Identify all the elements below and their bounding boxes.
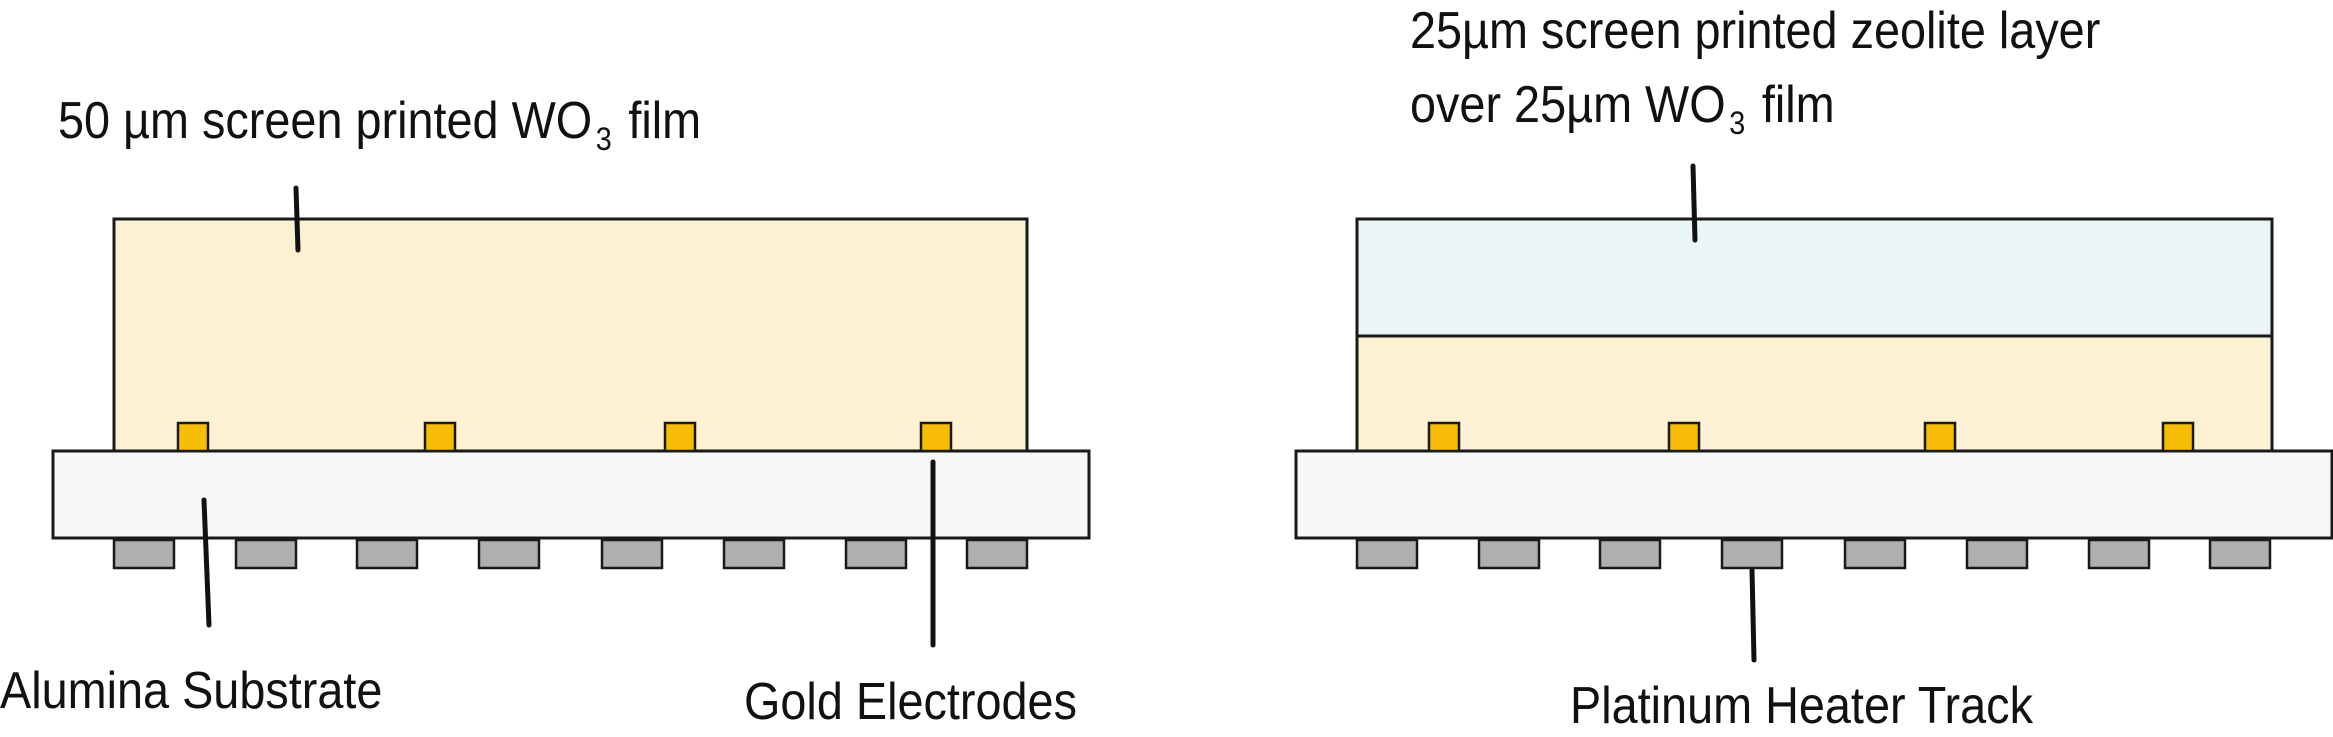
platinum-heater-segment (2087, 538, 2151, 570)
platinum-heater-segment (1355, 538, 1419, 570)
platinum-heater-segment (1477, 538, 1541, 570)
right-wo3-film (1355, 334, 2274, 453)
platinum-heater-segment (1965, 538, 2029, 570)
platinum-heater-segment (234, 538, 298, 570)
gold-electrode (663, 421, 697, 453)
wo3-subscript: 3 (1729, 105, 1746, 141)
gold-electrode (1427, 421, 1461, 453)
alumina-substrate-leader-line (201, 497, 212, 628)
gold-electrode (1667, 421, 1701, 453)
platinum-heater-segment (112, 538, 176, 570)
left-alumina-substrate (51, 449, 1091, 540)
gold-electrode (2161, 421, 2195, 453)
platinum-heater-segment (1598, 538, 1662, 570)
platinum-heater-leader-line (1749, 567, 1757, 663)
left-platinum-heater-segments (112, 538, 1029, 570)
alumina-substrate-label-text: Alumina Substrate (0, 662, 383, 720)
gold-electrode (1923, 421, 1957, 453)
left-gold-electrodes (176, 421, 953, 453)
platinum-heater-segment (1720, 538, 1784, 570)
right-sensor (1294, 163, 2333, 663)
wo3-subscript: 3 (595, 121, 612, 157)
left-wo3-film (112, 217, 1029, 453)
wo3-film-label-suffix: film (615, 92, 702, 150)
zeolite-layer-label-text: 25µm screen printed zeolite layer (1410, 2, 2101, 60)
platinum-heater-segment (477, 538, 541, 570)
gold-electrodes-label: Gold Electrodes (744, 671, 1077, 733)
left-sensor (51, 185, 1091, 648)
alumina-substrate-label: Alumina Substrate (0, 660, 382, 722)
platinum-heater-segment (965, 538, 1029, 570)
wo3-film-label-text: 50 µm screen printed WO (58, 92, 593, 150)
platinum-heater-segment (1843, 538, 1907, 570)
platinum-heater-segment (722, 538, 786, 570)
platinum-heater-segment (600, 538, 664, 570)
right-leader-lines (1690, 163, 1757, 663)
platinum-heater-segment (355, 538, 419, 570)
over-wo3-film-label-suffix: film (1748, 76, 1835, 134)
zeolite-layer-leader-line (1690, 163, 1698, 243)
platinum-heater-segment (2208, 538, 2272, 570)
right-alumina-substrate (1294, 449, 2333, 540)
over-wo3-film-label-text: over 25µm WO (1410, 76, 1726, 134)
platinum-heater-track-label-text: Platinum Heater Track (1570, 677, 2033, 735)
left-leader-lines (201, 185, 936, 648)
platinum-heater-track-label: Platinum Heater Track (1570, 675, 2033, 737)
gold-electrode (176, 421, 210, 453)
gold-electrode (423, 421, 457, 453)
gold-electrodes-label-text: Gold Electrodes (744, 673, 1077, 731)
gold-electrode (919, 421, 953, 453)
right-platinum-heater-segments (1355, 538, 2272, 570)
wo3-film-leader-line (293, 185, 301, 253)
zeolite-layer-label-line1: 25µm screen printed zeolite layer (1410, 0, 2100, 62)
right-zeolite-layer (1355, 217, 2274, 338)
right-gold-electrodes (1427, 421, 2195, 453)
platinum-heater-segment (844, 538, 908, 570)
